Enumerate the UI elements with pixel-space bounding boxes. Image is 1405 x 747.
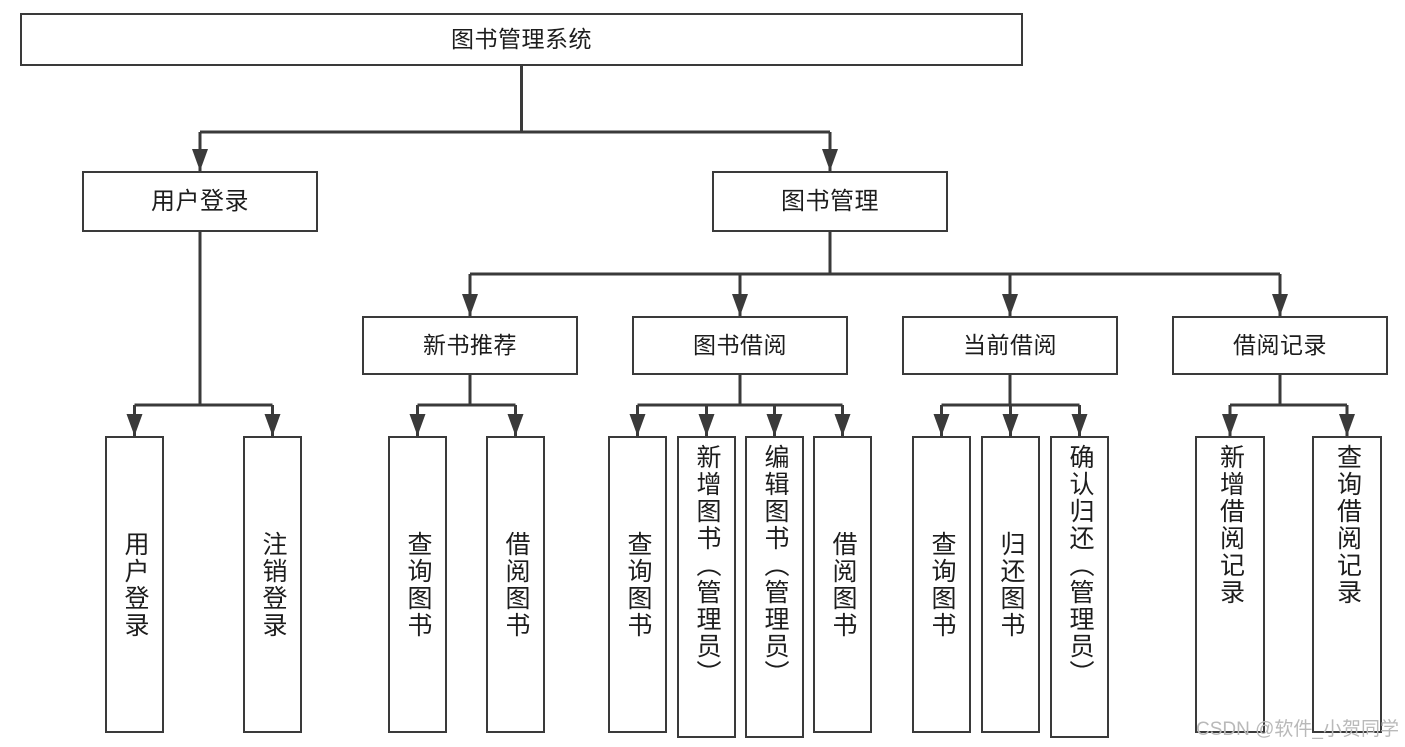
node-leaf-query-book-1[interactable]: 查询图书 — [388, 436, 447, 733]
node-label: 编辑图书（管理员） — [761, 444, 789, 687]
edge-arrowhead — [1222, 414, 1238, 436]
edge-arrowhead — [126, 414, 143, 436]
edge-arrowhead — [732, 294, 748, 316]
node-leaf-user-login[interactable]: 用户登录 — [105, 436, 164, 733]
node-user-login[interactable]: 用户登录 — [82, 171, 318, 232]
node-leaf-confirm-return[interactable]: 确认归还（管理员） — [1050, 436, 1109, 738]
edge-arrowhead — [629, 414, 646, 436]
edge-arrowhead — [766, 414, 783, 436]
node-label: 借阅图书 — [502, 530, 530, 639]
edge-arrowhead — [1002, 414, 1019, 436]
node-new-book-rec[interactable]: 新书推荐 — [362, 316, 578, 375]
node-label: 用户登录 — [151, 187, 249, 215]
node-label: 新增借阅记录 — [1216, 444, 1245, 606]
edge-arrowhead — [409, 414, 426, 436]
node-label: 当前借阅 — [963, 332, 1057, 359]
node-label: 图书借阅 — [693, 332, 787, 359]
node-label: 注销登录 — [259, 530, 287, 639]
node-leaf-query-book-2[interactable]: 查询图书 — [608, 436, 667, 733]
edge-arrowhead — [1071, 414, 1088, 436]
node-label: 查询图书 — [404, 530, 432, 639]
node-book-borrow[interactable]: 图书借阅 — [632, 316, 848, 375]
csdn-watermark: CSDN @软件_小贺同学 — [1196, 719, 1399, 740]
node-current-borrow[interactable]: 当前借阅 — [902, 316, 1118, 375]
node-leaf-query-record[interactable]: 查询借阅记录 — [1312, 436, 1382, 733]
node-leaf-return-book[interactable]: 归还图书 — [981, 436, 1040, 733]
node-label: 借阅图书 — [829, 530, 857, 639]
edge-arrowhead — [507, 414, 524, 436]
node-leaf-user-logout[interactable]: 注销登录 — [243, 436, 302, 733]
node-leaf-borrow-book-2[interactable]: 借阅图书 — [813, 436, 872, 733]
node-label: 查询图书 — [624, 530, 652, 639]
node-label: 查询图书 — [928, 530, 956, 639]
edge-arrowhead — [1339, 414, 1355, 436]
node-label: 确认归还（管理员） — [1066, 444, 1094, 687]
node-borrow-record[interactable]: 借阅记录 — [1172, 316, 1388, 375]
node-leaf-edit-book[interactable]: 编辑图书（管理员） — [745, 436, 804, 738]
edge-arrowhead — [933, 414, 950, 436]
node-leaf-query-book-3[interactable]: 查询图书 — [912, 436, 971, 733]
node-root[interactable]: 图书管理系统 — [20, 13, 1023, 66]
edge-arrowhead — [264, 414, 281, 436]
node-label: 新增图书（管理员） — [693, 444, 721, 687]
node-label: 借阅记录 — [1233, 332, 1327, 359]
node-label: 用户登录 — [121, 530, 149, 639]
node-label: 归还图书 — [997, 530, 1025, 639]
node-label: 新书推荐 — [423, 332, 517, 359]
node-label: 图书管理 — [781, 187, 879, 215]
edge-arrowhead — [698, 414, 715, 436]
node-label: 查询借阅记录 — [1333, 444, 1362, 606]
node-book-manage[interactable]: 图书管理 — [712, 171, 948, 232]
edge-arrowhead — [822, 149, 838, 171]
edge-arrowhead — [834, 414, 851, 436]
node-leaf-borrow-book-1[interactable]: 借阅图书 — [486, 436, 545, 733]
node-label: 图书管理系统 — [451, 26, 592, 53]
edge-arrowhead — [192, 149, 208, 171]
node-leaf-add-record[interactable]: 新增借阅记录 — [1195, 436, 1265, 733]
edge-arrowhead — [1002, 294, 1018, 316]
node-leaf-add-book[interactable]: 新增图书（管理员） — [677, 436, 736, 738]
edge-arrowhead — [1272, 294, 1288, 316]
edge-arrowhead — [462, 294, 478, 316]
